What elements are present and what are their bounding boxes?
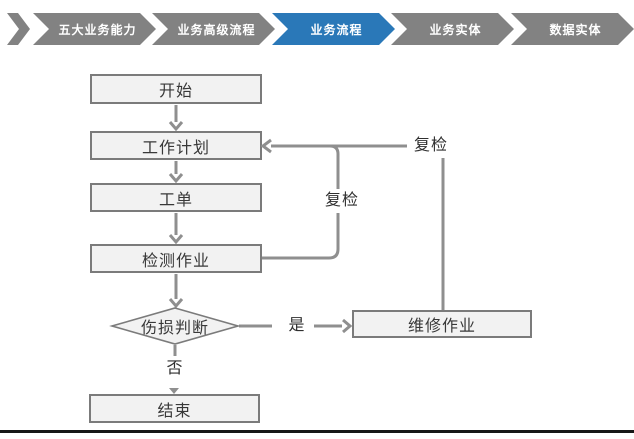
node-label: 维修作业 xyxy=(407,318,476,335)
connector-repair-recheck-plan xyxy=(271,144,445,310)
node-label: 检测作业 xyxy=(141,252,210,270)
edge-label-no: 否 xyxy=(160,357,190,381)
node-label: 伤损判断 xyxy=(140,320,209,337)
bottom-rule xyxy=(0,430,634,433)
damage-decision-shape xyxy=(109,307,241,345)
step-tab-highlevel-flow[interactable]: 业务高级流程 xyxy=(152,13,275,45)
node-label: 结束 xyxy=(157,402,192,420)
node-work-order: 工单 xyxy=(90,183,262,212)
arrowhead-down-small-icon xyxy=(169,388,179,394)
step-label: 业务实体 xyxy=(429,22,482,37)
node-start: 开始 xyxy=(90,74,262,104)
arrowhead-down-icon xyxy=(168,234,184,245)
edge-label-recheck-outer: 复检 xyxy=(407,134,455,158)
node-repair-job: 维修作业 xyxy=(352,310,532,338)
edge-label-yes: 是 xyxy=(282,314,312,338)
node-work-plan: 工作计划 xyxy=(90,131,262,160)
step-tab-business-entity[interactable]: 业务实体 xyxy=(391,13,514,45)
arrowhead-down-icon xyxy=(168,298,184,309)
node-damage-decision: 伤损判断 xyxy=(112,308,238,344)
step-label: 业务高级流程 xyxy=(177,22,256,37)
node-label: 开始 xyxy=(158,83,193,100)
node-inspection-job: 检测作业 xyxy=(90,244,262,273)
arrowhead-down-icon xyxy=(168,121,184,132)
step-tab-business-flow[interactable]: 业务流程 xyxy=(272,13,395,45)
arrowhead-down-icon xyxy=(168,173,184,184)
step-label: 业务流程 xyxy=(310,22,363,37)
step-tab-capabilities[interactable]: 五大业务能力 xyxy=(33,13,156,45)
arrowhead-left-icon xyxy=(260,138,272,154)
arrowhead-right-icon xyxy=(342,318,353,334)
node-label: 工作计划 xyxy=(141,139,210,157)
step-tab-data-entity[interactable]: 数据实体 xyxy=(511,13,634,45)
node-end: 结束 xyxy=(89,394,260,423)
step-label: 数据实体 xyxy=(549,22,602,37)
edge-label-recheck-inner: 复检 xyxy=(318,189,366,213)
connector-inspect-recheck-plan xyxy=(262,144,340,260)
step-label: 五大业务能力 xyxy=(58,22,137,37)
node-label: 工单 xyxy=(158,191,193,209)
